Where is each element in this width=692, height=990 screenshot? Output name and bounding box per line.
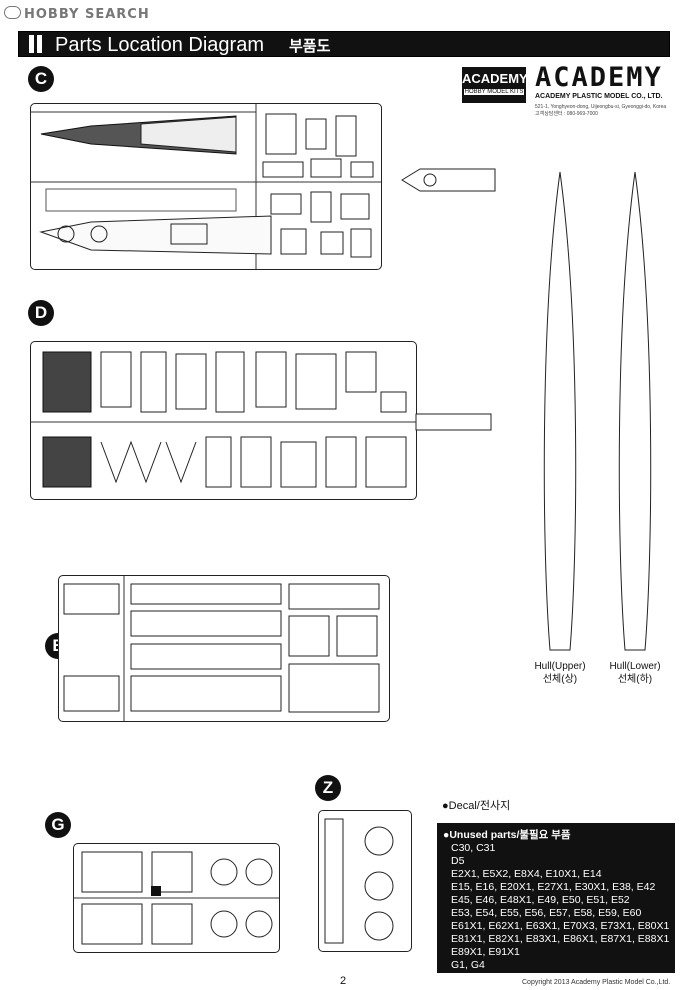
unused-parts-line: E89X1, E91X1 [451,946,520,958]
hull-lower-label: Hull(Lower) 선체(하) [609,661,661,685]
hull-lower-part [618,171,652,651]
sprue-e-frame [58,575,390,722]
sprue-c-frame [30,103,382,270]
sprue-z-frame [318,810,412,952]
unused-parts-line: E61X1, E62X1, E63X1, E70X3, E73X1, E80X1 [451,920,670,932]
page-number: 2 [340,975,347,987]
page-header: Parts Location Diagram 부품도 [18,31,670,57]
sprue-z-parts [324,818,394,944]
sprue-c-badge: C [28,66,54,92]
header-title-ko: 부품도 [289,37,331,55]
company-name: ACADEMY PLASTIC MODEL CO., LTD. [535,93,663,100]
unused-parts-line: D5 [451,855,465,867]
watermark: HOBBY SEARCH [4,6,150,22]
brand-wordmark: ACADEMY [535,62,663,93]
sprue-g-parts [74,851,279,945]
unused-parts-line: E53, E54, E55, E56, E57, E58, E59, E60 [451,907,642,919]
unused-parts-line: E45, E46, E48X1, E49, E50, E51, E52 [451,894,630,906]
header-bars-icon [29,35,45,53]
decal-label: ●Decal/전사지 [442,800,511,812]
unused-parts-line: G1, G4 [451,959,485,971]
hull-upper-part [543,171,577,651]
sprue-z-badge: Z [315,775,341,801]
unused-parts-line: E2X1, E5X2, E8X4, E10X1, E14 [451,868,602,880]
academy-logo: ACADEMY HOBBY MODEL KITS [462,67,528,103]
hobby-search-logo-icon [4,6,21,19]
sprue-c-parts [31,104,381,269]
unused-parts-line: E15, E16, E20X1, E27X1, E30X1, E38, E42 [451,881,656,893]
sprue-d-parts [31,351,492,488]
sprue-e-parts [63,576,380,721]
unused-parts-line: C30, C31 [451,842,496,854]
company-address: 521-1, Yonghyeon-dong, Uijeongbu-si, Gye… [535,104,667,117]
sprue-d-badge: D [28,300,54,326]
header-title-en: Parts Location Diagram [55,34,264,56]
unused-parts-line: E81X1, E82X1, E83X1, E86X1, E87X1, E88X1 [451,933,670,945]
unused-parts-box: ●Unused parts/불필요 부품 C30, C31 D5 E2X1, E… [437,823,675,973]
hull-detail-part [401,168,496,192]
hull-upper-label: Hull(Upper) 선체(상) [534,661,586,685]
copyright: Copyright 2013 Academy Plastic Model Co.… [522,979,671,986]
sprue-d-frame [30,341,492,500]
sprue-g-frame [73,843,280,953]
sprue-g-badge: G [45,812,71,838]
unused-parts-heading: ●Unused parts/불필요 부품 [443,829,571,841]
